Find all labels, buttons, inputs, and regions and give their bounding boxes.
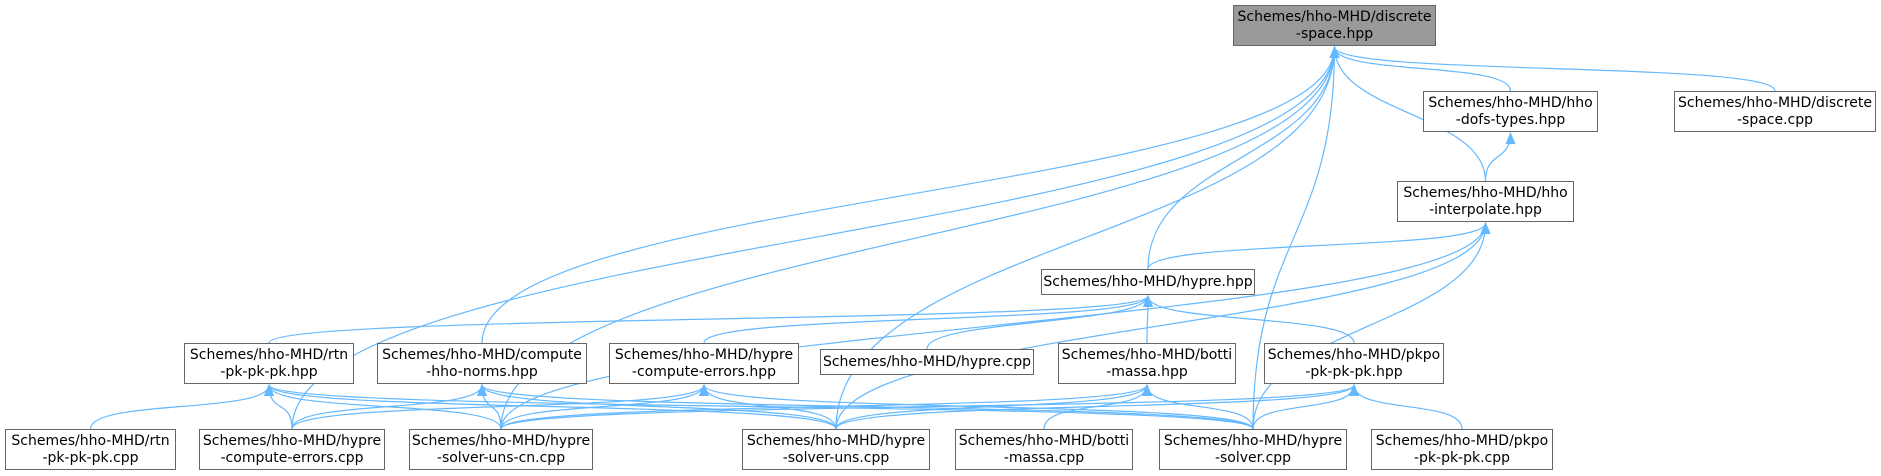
node-label-line1: Schemes/hho-MHD/hypre	[411, 432, 591, 449]
node-label-line2: -compute-errors.hpp	[631, 363, 777, 380]
node-label-line2: -compute-errors.cpp	[220, 449, 364, 466]
node-discrete-space-cpp[interactable]: Schemes/hho-MHD/discrete -space.cpp	[1674, 91, 1876, 132]
node-hypre-compute-errors-cpp[interactable]: Schemes/hho-MHD/hypre -compute-errors.cp…	[199, 429, 385, 470]
node-rtn-cpp[interactable]: Schemes/hho-MHD/rtn -pk-pk-pk.cpp	[5, 429, 176, 470]
node-solver-cpp[interactable]: Schemes/hho-MHD/hypre -solver.cpp	[1159, 429, 1347, 470]
node-label-line2: -pk-pk-pk.cpp	[42, 449, 139, 466]
edge-dofs_types_hpp-to-discrete_space_hpp	[1329, 46, 1512, 92]
node-label-line2: -space.hpp	[1295, 25, 1374, 42]
node-solver-uns-cpp[interactable]: Schemes/hho-MHD/hypre -solver-uns.cpp	[742, 429, 930, 470]
node-rtn-hpp[interactable]: Schemes/hho-MHD/rtn -pk-pk-pk.hpp	[184, 343, 354, 384]
node-label-line2: -dofs-types.hpp	[1455, 111, 1566, 128]
node-label-line2: -hho-norms.hpp	[426, 363, 538, 380]
node-hypre-hpp[interactable]: Schemes/hho-MHD/hypre.hpp	[1041, 269, 1255, 295]
node-label-line2: -space.cpp	[1736, 111, 1814, 128]
edge-hypre_hpp-to-interpolate_hpp	[1147, 222, 1491, 270]
edge-rtn_cpp-to-rtn_hpp	[89, 384, 274, 430]
edge-solver_uns_cpp-to-compute_norms_hpp	[477, 384, 837, 430]
node-label-line2: -massa.cpp	[1003, 449, 1085, 466]
node-label-line1: Schemes/hho-MHD/botti	[1061, 346, 1233, 363]
node-label-line1: Schemes/hho-MHD/hypre.hpp	[1043, 273, 1253, 290]
edge-interpolate_hpp-to-discrete_space_hpp	[1329, 46, 1487, 182]
edge-hypre_cpp-to-hypre_hpp	[926, 295, 1153, 350]
node-label-line1: Schemes/hho-MHD/hypre	[746, 432, 926, 449]
edge-hypre_compute_errors_hpp-to-hypre_hpp	[703, 295, 1153, 344]
node-label-line2: -solver-uns.cpp	[782, 449, 890, 466]
edge-interpolate_hpp-to-dofs_types_hpp	[1484, 132, 1516, 182]
node-compute-norms-hpp[interactable]: Schemes/hho-MHD/compute -hho-norms.hpp	[377, 343, 587, 384]
edge-solver_uns_cpp-to-hypre_compute_errors_hpp	[699, 384, 837, 430]
node-label-line1: Schemes/hho-MHD/botti	[958, 432, 1130, 449]
node-botti-massa-hpp[interactable]: Schemes/hho-MHD/botti -massa.hpp	[1058, 343, 1236, 384]
node-discrete-space-hpp: Schemes/hho-MHD/discrete -space.hpp	[1233, 5, 1436, 46]
node-solver-uns-cn-cpp[interactable]: Schemes/hho-MHD/hypre -solver-uns-cn.cpp	[409, 429, 593, 470]
edge-solver_uns_cpp-to-pkpo_hpp	[835, 384, 1359, 430]
edge-solver_cpp-to-discrete_space_hpp	[1252, 46, 1340, 430]
edge-hypre_compute_errors_cpp-to-discrete_space_hpp	[291, 46, 1340, 430]
node-dofs-types-hpp[interactable]: Schemes/hho-MHD/hho -dofs-types.hpp	[1423, 91, 1598, 132]
node-label-line1: Schemes/hho-MHD/discrete	[1678, 94, 1872, 111]
node-label-line1: Schemes/hho-MHD/compute	[382, 346, 582, 363]
node-interpolate-hpp[interactable]: Schemes/hho-MHD/hho -interpolate.hpp	[1397, 181, 1574, 222]
node-label-line1: Schemes/hho-MHD/hypre	[1163, 432, 1343, 449]
node-label-line1: Schemes/hho-MHD/hypre	[614, 346, 794, 363]
edge-discrete_space_cpp-to-discrete_space_hpp	[1329, 46, 1776, 92]
node-label-line1: Schemes/hho-MHD/rtn	[11, 432, 170, 449]
node-label-line1: Schemes/hho-MHD/pkpo	[1267, 346, 1441, 363]
node-label-line1: Schemes/hho-MHD/hypre	[202, 432, 382, 449]
node-label-line2: -pk-pk-pk.hpp	[220, 363, 318, 380]
edge-solver_cpp-to-hypre_compute_errors_hpp	[699, 384, 1254, 430]
edge-compute_norms_hpp-to-discrete_space_hpp	[481, 46, 1340, 344]
edge-solver_cpp-to-compute_norms_hpp	[477, 384, 1254, 430]
node-label-line2: -solver-uns-cn.cpp	[436, 449, 566, 466]
edge-solver_uns_cpp-to-interpolate_hpp	[835, 222, 1491, 430]
node-hypre-compute-errors-hpp[interactable]: Schemes/hho-MHD/hypre -compute-errors.hp…	[609, 343, 799, 384]
dependency-edges	[89, 46, 1776, 430]
edge-solver_cpp-to-rtn_hpp	[264, 384, 1254, 430]
edge-hypre_hpp-to-discrete_space_hpp	[1147, 46, 1340, 270]
node-label-line1: Schemes/hho-MHD/pkpo	[1375, 432, 1549, 449]
edge-solver_uns_cn_cpp-to-hypre_compute_errors_hpp	[500, 384, 709, 430]
edge-rtn_hpp-to-hypre_hpp	[268, 295, 1153, 344]
node-label-line2: -massa.hpp	[1106, 363, 1188, 380]
node-label-line1: Schemes/hho-MHD/hho	[1428, 94, 1593, 111]
edge-solver_uns_cn_cpp-to-pkpo_hpp	[500, 384, 1359, 430]
edge-solver_cpp-to-pkpo_hpp	[1252, 384, 1359, 430]
edge-solver_uns_cpp-to-rtn_hpp	[264, 384, 837, 430]
node-label-line2: -interpolate.hpp	[1429, 201, 1542, 218]
node-botti-massa-cpp[interactable]: Schemes/hho-MHD/botti -massa.cpp	[955, 429, 1133, 470]
edge-pkpo_cpp-to-pkpo_hpp	[1349, 384, 1463, 430]
node-label-line1: Schemes/hho-MHD/hypre.cpp	[822, 353, 1032, 370]
node-label-line1: Schemes/hho-MHD/hho	[1403, 184, 1568, 201]
node-label-line1: Schemes/hho-MHD/discrete	[1237, 8, 1432, 25]
node-label-line2: -solver.cpp	[1214, 449, 1292, 466]
node-pkpo-hpp[interactable]: Schemes/hho-MHD/pkpo -pk-pk-pk.hpp	[1264, 343, 1444, 384]
node-label-line1: Schemes/hho-MHD/rtn	[189, 346, 349, 363]
node-hypre-cpp[interactable]: Schemes/hho-MHD/hypre.cpp	[820, 349, 1034, 375]
edge-solver_uns_cpp-to-botti_hpp	[835, 384, 1152, 430]
edge-pkpo_hpp-to-hypre_hpp	[1143, 295, 1355, 344]
node-label-line2: -pk-pk-pk.cpp	[1413, 449, 1511, 466]
edge-solver_uns_cn_cpp-to-interpolate_hpp	[500, 222, 1491, 430]
edge-solver_cpp-to-botti_hpp	[1142, 384, 1254, 430]
node-pkpo-cpp[interactable]: Schemes/hho-MHD/pkpo -pk-pk-pk.cpp	[1371, 429, 1553, 470]
edge-botti_hpp-to-hypre_hpp	[1142, 295, 1153, 344]
edge-solver_cpp-to-interpolate_hpp	[1252, 222, 1491, 430]
node-label-line2: -pk-pk-pk.hpp	[1305, 363, 1403, 380]
edge-solver_uns_cn_cpp-to-botti_hpp	[500, 384, 1152, 430]
edge-hypre_compute_errors_cpp-to-compute_norms_hpp	[291, 384, 487, 430]
edge-hypre_compute_errors_cpp-to-hypre_compute_errors_hpp	[291, 384, 709, 430]
